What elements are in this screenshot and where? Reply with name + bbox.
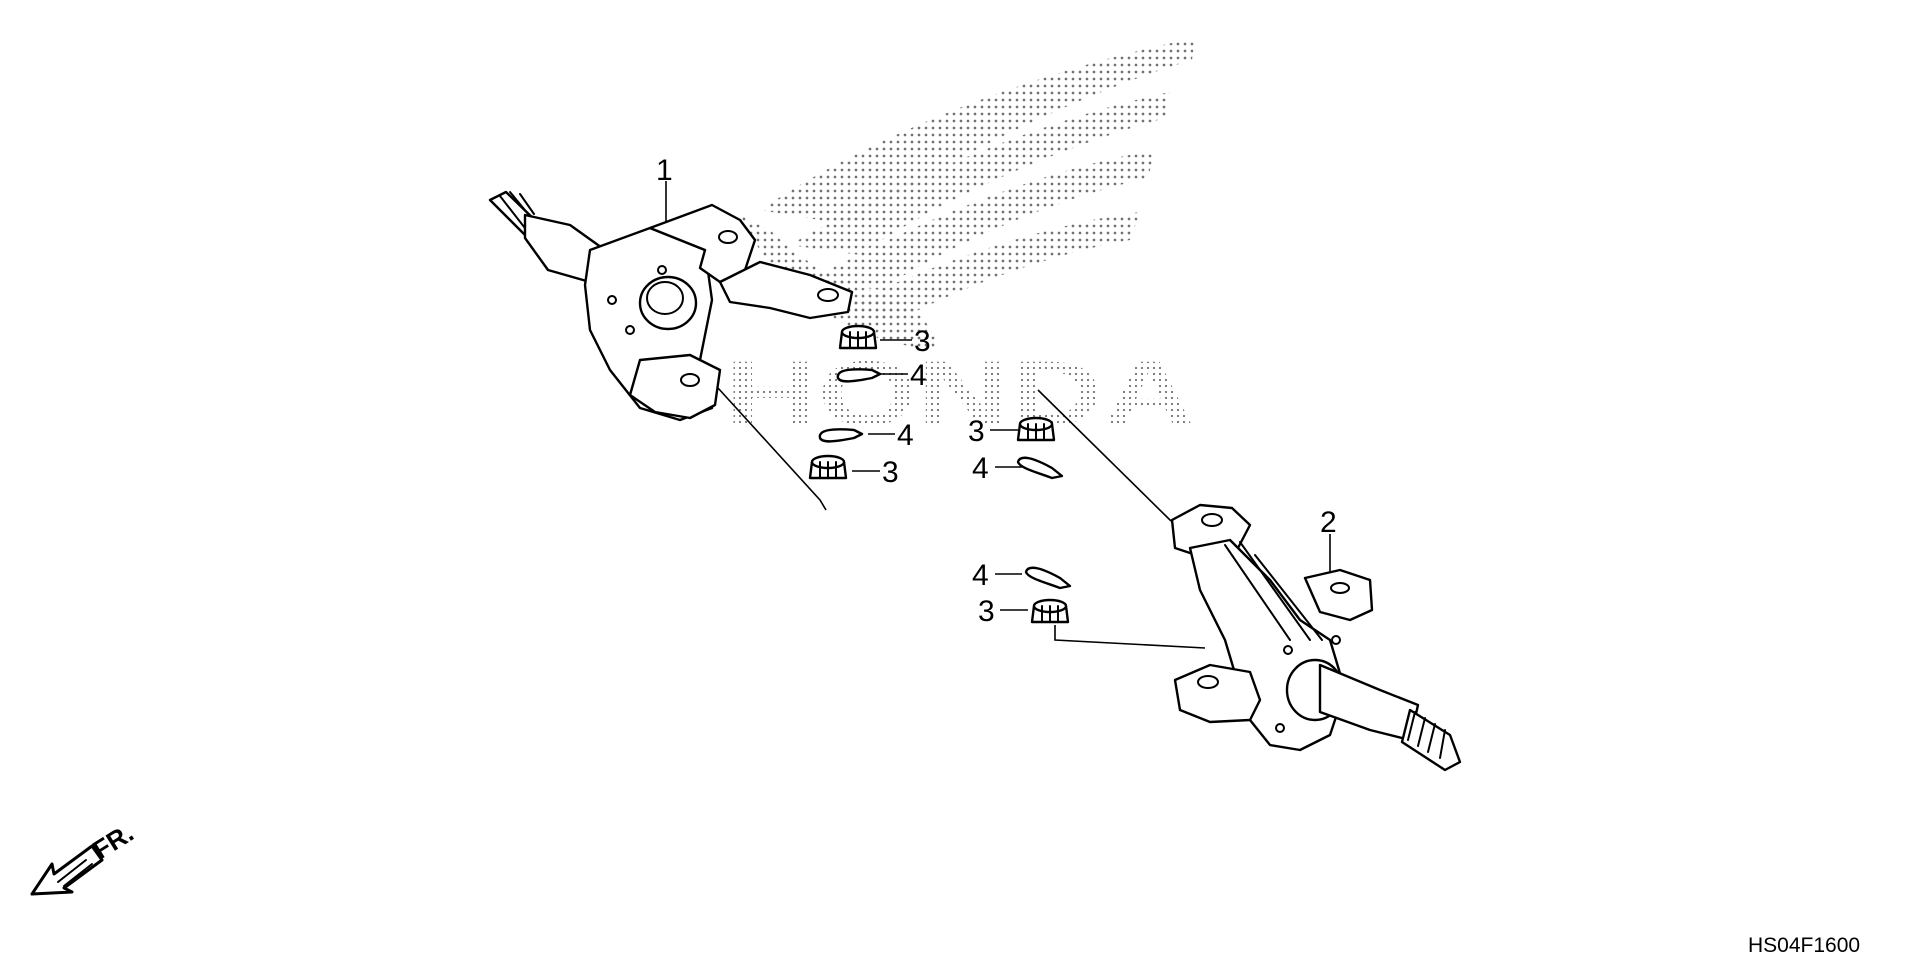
callout-4b: 4 (897, 419, 914, 452)
honda-wing-watermark: HONDA (725, 38, 1195, 445)
right-steering-knuckle (1170, 503, 1462, 772)
left-lower-arm-hole (680, 373, 700, 387)
right-side-tab-hole (1330, 582, 1350, 594)
left-steering-arm-hole (817, 288, 839, 302)
wing-feather-4 (830, 212, 1140, 322)
castle-nut-c (1016, 416, 1056, 442)
castle-nut-d (1030, 598, 1070, 624)
left-bolt-hole-3 (657, 265, 667, 275)
cotter-pins (818, 368, 1072, 590)
right-lower-arm-hole (1197, 675, 1219, 689)
castle-nuts (808, 324, 1070, 624)
castle-nut-a (838, 324, 878, 350)
leader-left-pin (717, 387, 827, 511)
cotter-pin-a (836, 368, 882, 383)
front-direction-indicator: FR. (30, 817, 139, 896)
front-arrow-hatching (57, 859, 93, 887)
callout-3b: 3 (882, 456, 899, 489)
cotter-pin-d (1024, 566, 1072, 590)
wing-feather-2 (790, 92, 1170, 255)
left-hub-boss (638, 275, 698, 331)
callout-4c: 4 (972, 452, 989, 485)
cotter-pin-b (818, 428, 864, 443)
right-lower-arm (1173, 663, 1262, 724)
callout-labels: 1 2 3 4 4 3 3 4 4 3 (656, 154, 1337, 628)
callout-3d: 3 (978, 595, 995, 628)
right-side-tab (1303, 568, 1374, 622)
wordmark-text: HONDA (725, 343, 1195, 445)
diagram-code: HS04F1600 (1748, 934, 1860, 957)
left-hub-boss-inner (646, 281, 684, 315)
front-arrow-icon (30, 844, 104, 896)
wing-feather-1 (760, 38, 1195, 225)
right-bolt-hole-2 (1275, 723, 1285, 733)
callout-4d: 4 (972, 559, 989, 592)
callout-3c: 3 (968, 415, 985, 448)
right-body-ribs (1224, 541, 1323, 641)
left-upper-arm-hole (718, 230, 738, 244)
wing-feather-3 (810, 150, 1155, 290)
right-upper-arm-hole (1201, 513, 1223, 527)
left-steering-arm (718, 260, 854, 320)
right-bolt-hole-3 (1331, 635, 1341, 645)
right-bolt-hole-1 (1283, 645, 1293, 655)
cotter-pin-c (1016, 456, 1064, 480)
leader-right-nut (1054, 625, 1206, 649)
callout-2: 2 (1320, 506, 1337, 539)
callout-1: 1 (656, 154, 673, 187)
left-bolt-hole-2 (625, 325, 635, 335)
left-bolt-hole-1 (607, 295, 617, 305)
left-lower-arm (628, 353, 722, 420)
castle-nut-b (808, 454, 848, 480)
right-thread-lines (1407, 711, 1446, 759)
left-steering-knuckle (488, 190, 854, 422)
wing-body (740, 215, 940, 350)
callout-3a: 3 (914, 325, 931, 358)
callout-4a: 4 (910, 359, 927, 392)
right-spindle-shaft (1318, 663, 1420, 742)
leader-lines (665, 181, 1331, 649)
